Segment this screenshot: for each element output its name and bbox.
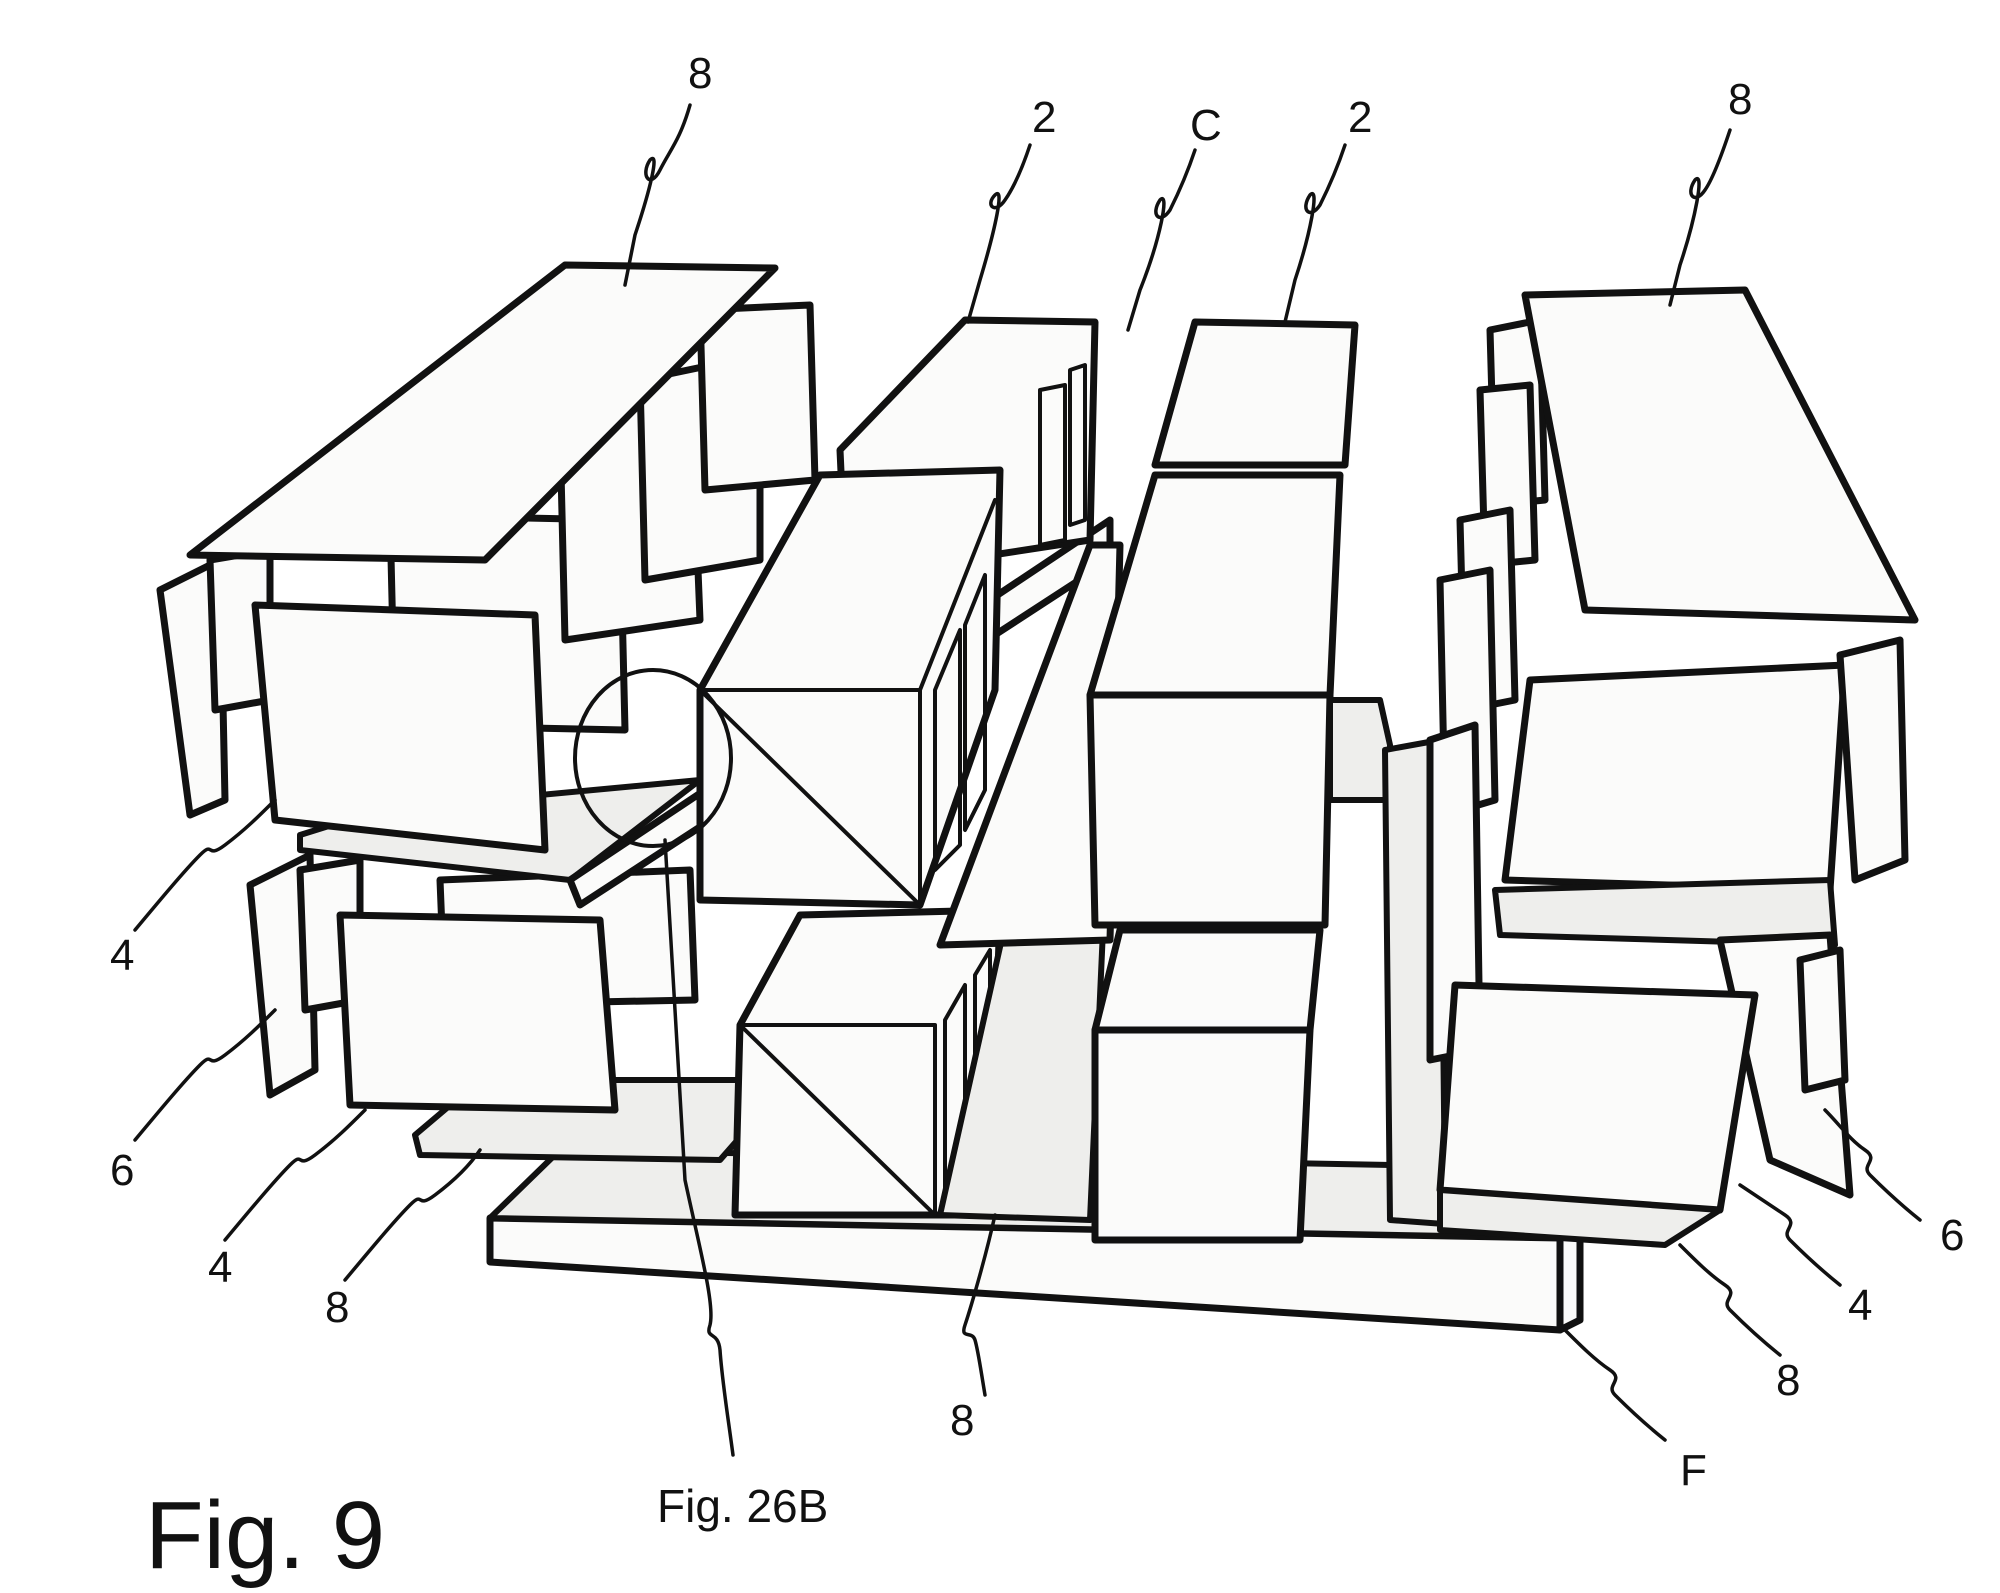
label-left-4-upper: 4 [110, 931, 134, 980]
center-right-stack [1086, 318, 1393, 1244]
label-top-right-8: 8 [1728, 75, 1752, 124]
leader-lines [133, 103, 1922, 1457]
label-top-2-right: 2 [1348, 93, 1372, 142]
label-left-8: 8 [325, 1283, 349, 1332]
label-left-4-lower: 4 [208, 1243, 232, 1292]
label-left-6: 6 [110, 1146, 134, 1195]
label-right-4: 4 [1848, 1281, 1872, 1330]
label-top-left-8: 8 [688, 49, 712, 98]
detail-circle [573, 668, 733, 848]
label-top-c: C [1190, 101, 1222, 150]
right-stack [1382, 286, 1919, 1248]
label-right-6: 6 [1940, 1211, 1964, 1260]
label-right-8: 8 [1776, 1356, 1800, 1405]
label-right-f: F [1680, 1446, 1707, 1495]
label-bottom-center-8: 8 [950, 1396, 974, 1445]
center-left-stack [696, 316, 1124, 1223]
figure-caption: Fig. 9 [145, 1482, 385, 1589]
detail-reference-label: Fig. 26B [657, 1480, 828, 1532]
label-top-2-left: 2 [1032, 93, 1056, 142]
